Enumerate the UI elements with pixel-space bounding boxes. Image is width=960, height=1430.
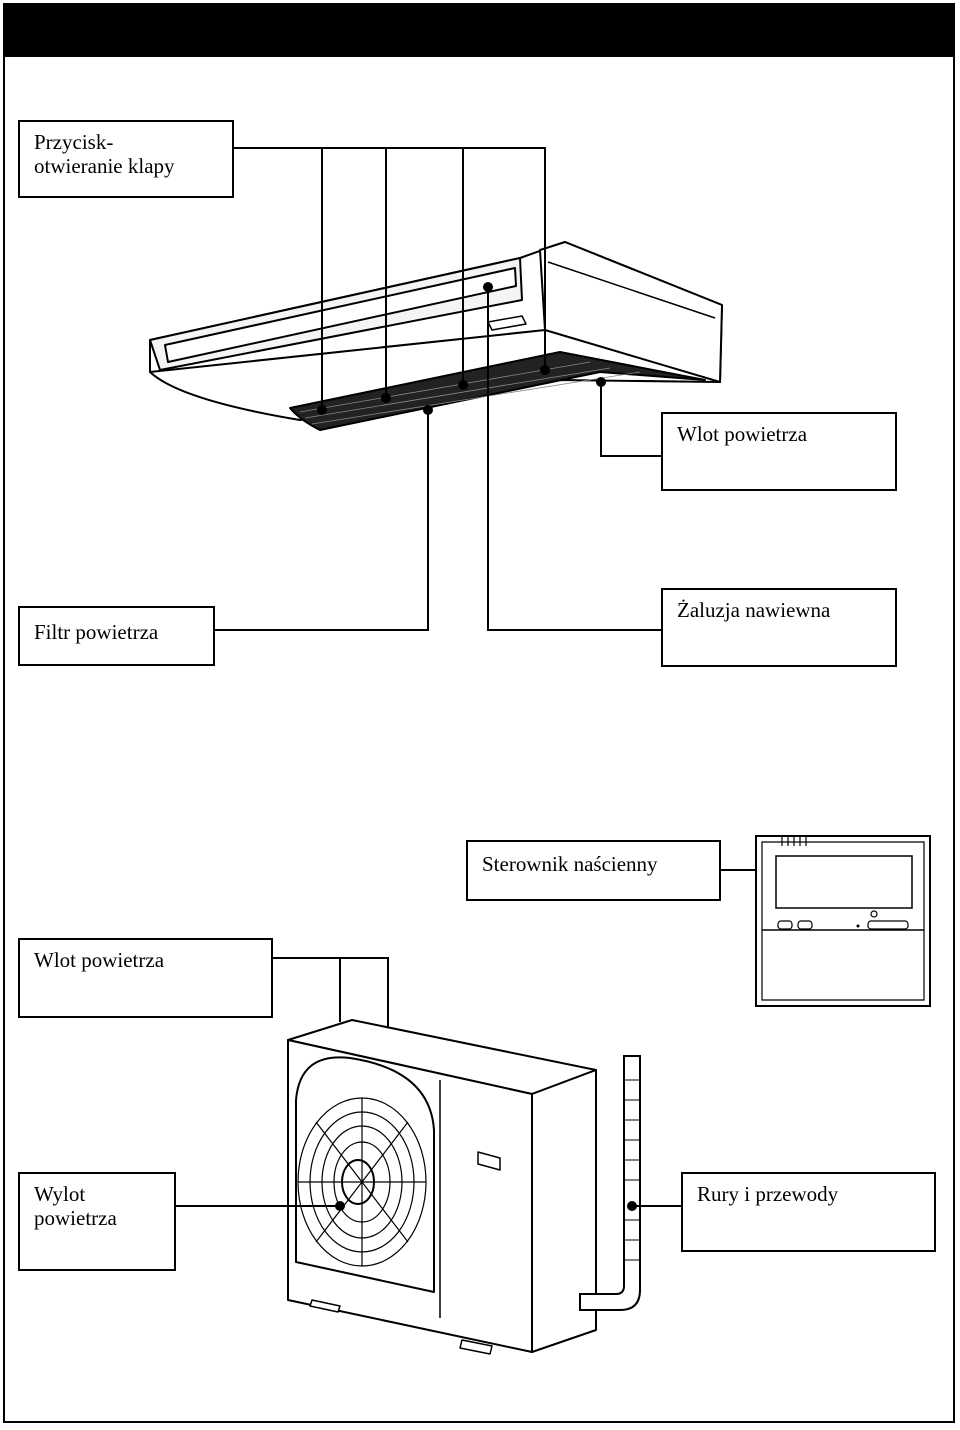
label-flap-button: Przycisk- otwieranie klapy: [18, 120, 234, 198]
outdoor-leader-dots: [335, 1201, 637, 1211]
indoor-unit-illustration: [149, 241, 723, 431]
label-air-filter: Filtr powietrza: [18, 606, 215, 666]
label-pipes: Rury i przewody: [681, 1172, 936, 1252]
refrigerant-pipe-illustration: [579, 1055, 641, 1311]
indoor-leader-dots: [317, 282, 606, 415]
page-frame: [3, 3, 955, 1423]
header-bar: [3, 3, 955, 57]
indoor-leader-lines: [212, 147, 662, 631]
label-air-inlet-outdoor: Wlot powietrza: [18, 938, 273, 1018]
outdoor-unit-illustration: [287, 1019, 597, 1355]
outdoor-leader-lines: [175, 957, 682, 1207]
label-air-inlet-indoor: Wlot powietrza: [661, 412, 897, 491]
label-air-outlet: Wylot powietrza: [18, 1172, 176, 1271]
outdoor-fan-grille: [297, 1097, 427, 1267]
wall-controller-illustration: [755, 835, 931, 1007]
label-wall-controller: Sterownik naścienny: [466, 840, 721, 901]
label-louver: Żaluzja nawiewna: [661, 588, 897, 667]
